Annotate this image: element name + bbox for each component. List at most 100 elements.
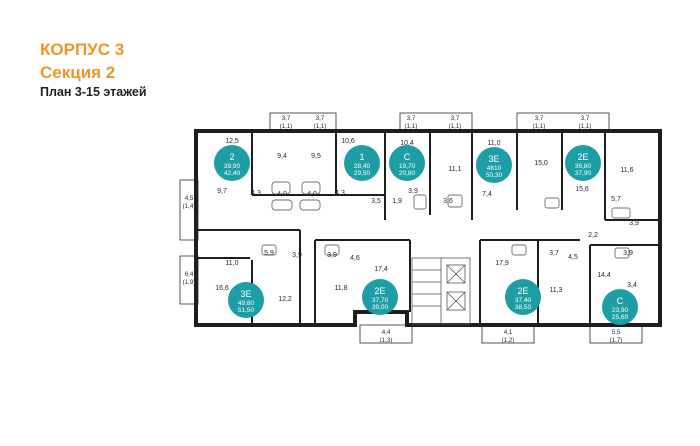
room-area: 4,0 bbox=[307, 191, 317, 198]
room-area: 11,8 bbox=[334, 285, 347, 292]
apartment-area-living: 23,90 bbox=[612, 307, 629, 314]
apartment-type: 2 bbox=[229, 152, 234, 162]
apartment-type: 1 bbox=[359, 152, 364, 162]
apartment-type: 2Е bbox=[374, 286, 385, 296]
balcony-coef: (1,1) bbox=[405, 123, 418, 130]
apartment-badge[interactable]: 2Е 36,80 37,90 bbox=[565, 145, 601, 181]
balcony-area: 3,7 bbox=[282, 115, 291, 122]
room-area: 2,2 bbox=[588, 232, 598, 239]
balcony-coef: (1,4) bbox=[183, 203, 196, 210]
apartment-badge[interactable]: 1 28,40 29,50 bbox=[344, 145, 380, 181]
room-area: 3,7 bbox=[549, 250, 559, 257]
apartment-badges: 2 39,90 42,40 1 28,40 29,50 С 19,70 20,8… bbox=[214, 145, 638, 325]
room-area: 5,7 bbox=[611, 196, 621, 203]
apartment-area-total: 25,60 bbox=[612, 314, 629, 321]
room-area: 3,9 bbox=[408, 188, 418, 195]
balcony-coef: (1,9) bbox=[183, 279, 196, 286]
apartment-area-total: 20,80 bbox=[399, 170, 416, 177]
room-area: 9,4 bbox=[277, 153, 287, 160]
apartment-area-living: 4810 bbox=[487, 165, 502, 172]
balcony-area: 3,7 bbox=[581, 115, 590, 122]
apartment-badge[interactable]: 3Е 4810 50,30 bbox=[476, 147, 512, 183]
exterior-walls bbox=[194, 129, 662, 327]
apartment-type: 3Е bbox=[488, 154, 499, 164]
balcony-coef: (1,1) bbox=[579, 123, 592, 130]
room-area: 10,4 bbox=[400, 140, 414, 147]
balcony-coef: (1,1) bbox=[280, 123, 293, 130]
room-area: 3,9 bbox=[623, 250, 633, 257]
apartment-badge[interactable]: 2Е 37,70 39,00 bbox=[362, 279, 398, 315]
apartment-area-living: 49,60 bbox=[238, 300, 255, 307]
apartment-type: С bbox=[404, 152, 411, 162]
stair-core bbox=[411, 257, 471, 325]
apartment-area-total: 38,50 bbox=[515, 304, 532, 311]
apartment-type: С bbox=[617, 296, 624, 306]
balcony-coef: (1,1) bbox=[314, 123, 327, 130]
balcony-area: 3,7 bbox=[407, 115, 416, 122]
apartment-badge[interactable]: С 23,90 25,60 bbox=[602, 289, 638, 325]
room-area: 17,9 bbox=[495, 260, 509, 267]
apartment-area-total: 37,90 bbox=[575, 170, 592, 177]
room-area: 11,0 bbox=[487, 140, 500, 147]
room-area: 3,9 bbox=[629, 220, 639, 227]
apartment-area-total: 39,00 bbox=[372, 304, 389, 311]
apartment-area-living: 37,40 bbox=[515, 297, 532, 304]
balcony-area: 3,7 bbox=[451, 115, 460, 122]
balcony-area: 4,5 bbox=[185, 195, 194, 202]
apartment-badge[interactable]: 3Е 49,60 51,50 bbox=[228, 282, 264, 318]
apartment-badge[interactable]: 2 39,90 42,40 bbox=[214, 145, 250, 181]
apartment-area-living: 19,70 bbox=[399, 163, 416, 170]
room-area: 11,6 bbox=[620, 167, 633, 174]
room-area: 3,9 bbox=[327, 252, 337, 259]
apartment-type: 2Е bbox=[577, 152, 588, 162]
room-area: 17,4 bbox=[374, 266, 388, 273]
balcony-coef: (1,2) bbox=[502, 337, 515, 344]
room-area: 12,5 bbox=[225, 138, 239, 145]
balcony-coef: (1,3) bbox=[380, 337, 393, 344]
apartment-area-living: 39,90 bbox=[224, 163, 241, 170]
apartment-type: 2Е bbox=[517, 286, 528, 296]
floor-plan-subtitle: План 3-15 этажей bbox=[40, 85, 147, 99]
balcony-area: 3,7 bbox=[535, 115, 544, 122]
apartment-badge[interactable]: 2Е 37,40 38,50 bbox=[505, 279, 541, 315]
balcony-area: 3,7 bbox=[316, 115, 325, 122]
room-area: 4,6 bbox=[350, 255, 360, 262]
room-area: 16,6 bbox=[215, 285, 229, 292]
balcony-coef: (1,1) bbox=[533, 123, 546, 130]
room-area: 12,2 bbox=[278, 296, 292, 303]
apartment-area-total: 51,50 bbox=[238, 307, 255, 314]
balcony-area: 6,4 bbox=[185, 271, 194, 278]
room-area: 11,1 bbox=[448, 166, 461, 173]
bathroom-fixtures bbox=[261, 181, 631, 259]
section-title: Секция 2 bbox=[40, 63, 116, 82]
apartment-area-total: 29,50 bbox=[354, 170, 371, 177]
room-area: 3,6 bbox=[443, 198, 453, 205]
balcony-coef: (1,7) bbox=[610, 337, 623, 344]
apartment-area-total: 42,40 bbox=[224, 170, 241, 177]
room-area: 10,6 bbox=[341, 138, 355, 145]
apartment-type: 3Е bbox=[240, 289, 251, 299]
room-area: 7,4 bbox=[482, 191, 492, 198]
apartment-area-living: 37,70 bbox=[372, 297, 389, 304]
room-area: 4,0 bbox=[277, 191, 287, 198]
room-area: 9,5 bbox=[311, 153, 321, 160]
balcony-area: 5,5 bbox=[612, 329, 621, 336]
room-area: 15,6 bbox=[575, 186, 589, 193]
room-area: 11,3 bbox=[549, 287, 562, 294]
apartment-badge[interactable]: С 19,70 20,80 bbox=[389, 145, 425, 181]
apartment-area-living: 28,40 bbox=[354, 163, 371, 170]
apartment-area-total: 50,30 bbox=[486, 172, 503, 179]
room-area: 3,9 bbox=[292, 252, 302, 259]
room-area: 5,9 bbox=[264, 250, 274, 257]
balcony-area: 4,1 bbox=[504, 329, 513, 336]
room-area-labels: 12,5 9,4 9,5 10,6 10,4 11,0 15,0 11,6 9,… bbox=[215, 138, 639, 303]
balcony-labels: 3,7 (1,1) 3,7 (1,1) 3,7 (1,1) 3,7 (1,1) … bbox=[183, 115, 623, 344]
room-area: 14,4 bbox=[597, 272, 611, 279]
room-area: 3,5 bbox=[371, 198, 381, 205]
apartment-area-living: 36,80 bbox=[575, 163, 592, 170]
room-area: 9,7 bbox=[217, 188, 227, 195]
balcony bbox=[516, 112, 610, 132]
balcony bbox=[359, 324, 413, 344]
room-area: 3,4 bbox=[627, 282, 637, 289]
